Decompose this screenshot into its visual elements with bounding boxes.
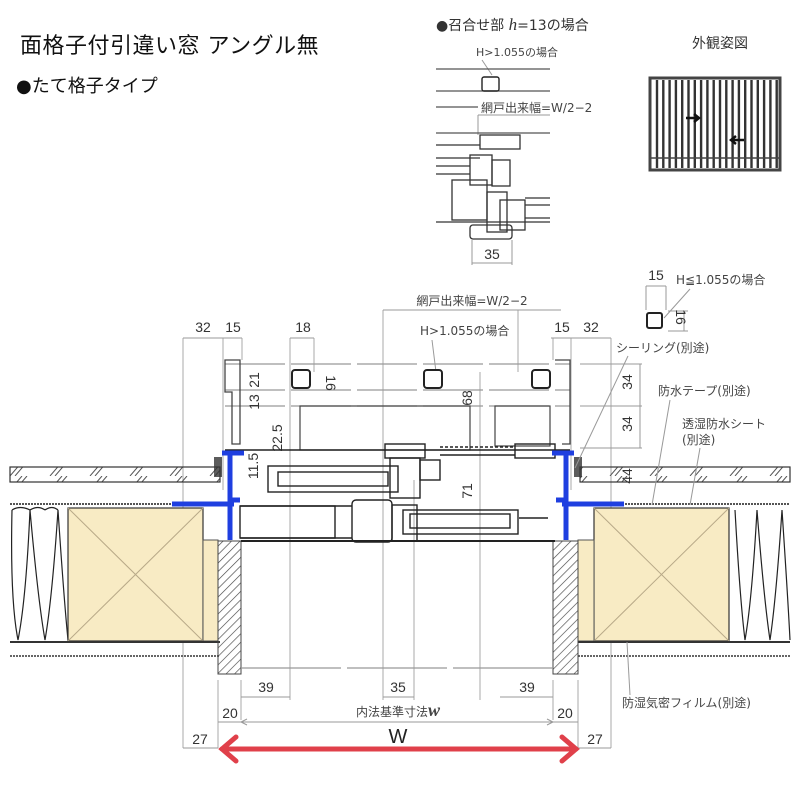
casing-left (217, 540, 242, 675)
meeting-inset-screen-width: 網戸出来幅=W/2−2 (481, 100, 592, 115)
meeting-inset-dim: 35 (484, 246, 500, 262)
breathable-sheet-label-1: 透湿防水シート (682, 416, 766, 431)
meeting-inset-title: ●召合せ部 h=13の場合 (436, 15, 589, 34)
meeting-grille-bar (481, 76, 500, 92)
breathable-sheet-label-2: (別途) (682, 432, 715, 447)
grille-bar (291, 369, 311, 389)
wood-stud-left (67, 507, 219, 642)
dim-bottom-27-right: 27 (587, 731, 603, 747)
overall-width-label: W (389, 726, 408, 748)
dim-bottom-39-left: 39 (258, 679, 274, 695)
wood-stud-right (577, 507, 730, 642)
dim-bottom-20-right: 20 (557, 705, 573, 721)
dim-vertical-11-5: 11.5 (245, 453, 261, 479)
exterior-inset-title: 外観姿図 (692, 35, 748, 52)
grille-bar (423, 369, 443, 389)
slide-right-arrow-icon (686, 113, 702, 123)
grille-bar (531, 369, 551, 389)
dim-top-left-32: 32 (195, 319, 211, 335)
page-title: 面格子付引違い窓 アングル無 (20, 34, 320, 59)
casing-right (552, 540, 579, 675)
dim-vertical-68: 68 (459, 390, 475, 406)
meeting-section-inset: ●召合せ部 h=13の場合 H>1.055の場合 網戸出来幅=W/2−2 (436, 15, 592, 265)
exterior-view-inset: 外観姿図 (648, 35, 782, 172)
dim-top-right-32: 32 (583, 319, 599, 335)
dim-top-right-15: 15 (554, 319, 570, 335)
width-arrow-icon (218, 734, 580, 764)
bar-inset-height: 16 (673, 309, 689, 325)
meeting-inset-note: H>1.055の場合 (476, 45, 558, 59)
main-section: 32 15 18 15 32 網戸出来幅=W/2−2 H>1.055の場合 21… (9, 293, 791, 764)
dim-vertical-21: 21 (246, 372, 262, 388)
slide-left-arrow-icon (728, 135, 744, 145)
waterproof-tape-label: 防水テープ(別途) (658, 383, 751, 398)
dim-bottom-27-left: 27 (192, 731, 208, 747)
dim-vertical-22-5: 22.5 (269, 424, 285, 451)
dim-bottom-20-left: 20 (222, 705, 238, 721)
dim-top-left-15: 15 (225, 319, 241, 335)
bar-inset-width: 15 (648, 267, 664, 283)
bar-size-inset: 15 H≦1.055の場合 16 (645, 267, 765, 332)
dim-vertical-34-a: 34 (619, 374, 635, 390)
dim-top-bar-18: 18 (295, 319, 311, 335)
bar-inset-note: H≦1.055の場合 (676, 272, 765, 287)
blue-frame-left (172, 450, 244, 540)
inner-standard-dimension-label: 内法基準寸法w (356, 700, 441, 720)
dim-vertical-71: 71 (459, 483, 475, 499)
window-frame-profile (225, 443, 570, 543)
dim-vertical-16: 16 (323, 375, 339, 391)
dim-vertical-34-b: 34 (619, 416, 635, 432)
dim-vertical-13: 13 (246, 394, 262, 410)
dim-bottom-35: 35 (390, 679, 406, 695)
blue-frame-right (552, 450, 624, 540)
page-subtitle: ●たて格子タイプ (16, 76, 158, 97)
vapor-film-label: 防湿気密フィルム(別途) (622, 695, 751, 710)
bar-note-label: H>1.055の場合 (420, 323, 509, 338)
sealing-label: シーリング(別途) (616, 340, 709, 355)
screen-width-label: 網戸出来幅=W/2−2 (416, 293, 527, 308)
dim-bottom-39-right: 39 (519, 679, 535, 695)
